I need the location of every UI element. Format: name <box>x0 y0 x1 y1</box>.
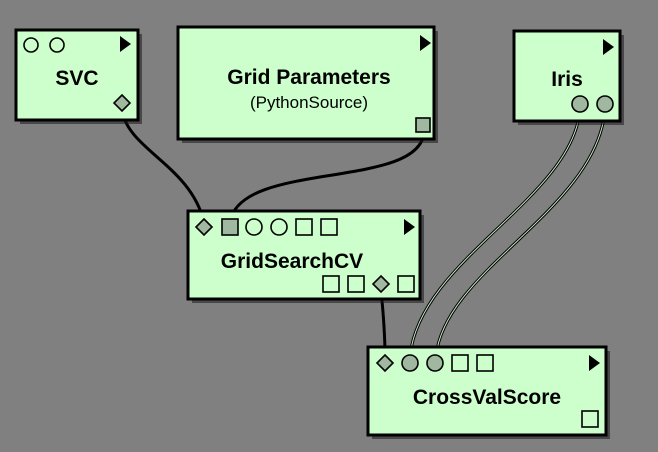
input-port-diamond[interactable] <box>375 353 395 373</box>
input-port-diamond[interactable] <box>194 217 214 237</box>
module-grid-parameters[interactable]: Grid Parameters (PythonSource) <box>176 25 438 143</box>
output-port-square-2[interactable] <box>347 275 365 293</box>
input-port-circle-1[interactable] <box>245 218 263 236</box>
output-port-circle-2[interactable] <box>596 95 614 113</box>
module-subtitle: (PythonSource) <box>250 93 368 112</box>
module-crossvalscore[interactable]: CrossValScore <box>366 345 610 439</box>
output-port-square-1[interactable] <box>322 275 340 293</box>
output-port-square-3[interactable] <box>397 275 415 293</box>
output-port-circle-1[interactable] <box>571 95 589 113</box>
module-gridsearchcv[interactable]: GridSearchCV <box>186 209 424 303</box>
module-title: Grid Parameters <box>227 66 390 89</box>
output-port-square[interactable] <box>415 117 431 133</box>
input-port-square-2[interactable] <box>320 218 338 236</box>
input-port-circle-1[interactable] <box>401 354 419 372</box>
input-port-square-1[interactable] <box>295 218 313 236</box>
module-svc[interactable]: SVC <box>14 28 142 124</box>
input-port-circle-2[interactable] <box>426 354 444 372</box>
input-port-square-2[interactable] <box>476 354 494 372</box>
input-port-square-filled[interactable] <box>221 218 239 236</box>
connections <box>120 108 607 358</box>
input-port-circle-2[interactable] <box>270 218 288 236</box>
connection-gridparams-to-gridsearchcv[interactable] <box>228 130 426 224</box>
play-triangle-icon[interactable] <box>120 36 131 52</box>
input-port-square-1[interactable] <box>451 354 469 372</box>
output-port-square[interactable] <box>581 410 599 428</box>
module-iris[interactable]: Iris <box>512 29 624 125</box>
output-port-diamond[interactable] <box>112 93 132 113</box>
module-title: SVC <box>55 67 98 90</box>
play-triangle-icon[interactable] <box>589 355 600 371</box>
play-triangle-icon[interactable] <box>420 35 431 51</box>
module-title: Iris <box>551 68 583 91</box>
connection-iris-to-crossvalscore-1[interactable] <box>408 109 582 358</box>
input-port-circle-2[interactable] <box>49 37 65 53</box>
output-port-diamond[interactable] <box>371 274 391 294</box>
module-title: CrossValScore <box>413 386 561 409</box>
play-triangle-icon[interactable] <box>404 219 415 235</box>
connection-iris-to-crossvalscore-2[interactable] <box>434 109 607 358</box>
module-title: GridSearchCV <box>221 250 363 273</box>
input-port-circle-1[interactable] <box>23 37 39 53</box>
play-triangle-icon[interactable] <box>603 39 614 55</box>
